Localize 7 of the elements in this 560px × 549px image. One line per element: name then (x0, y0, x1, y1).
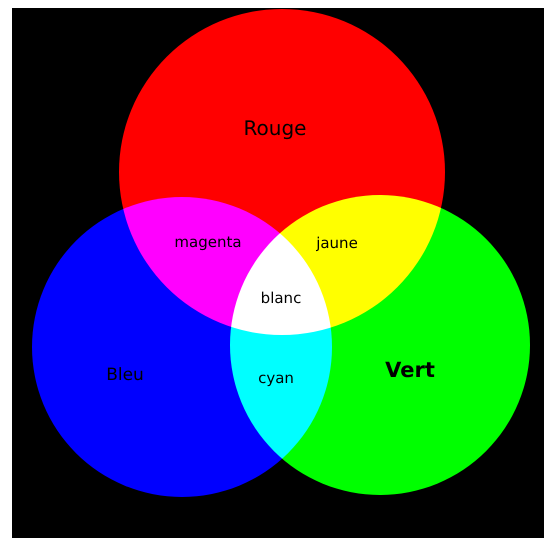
circle-label: Bleu (106, 365, 144, 385)
overlap-label: cyan (258, 369, 294, 387)
overlap-label: jaune (316, 234, 358, 252)
overlap-label: blanc (260, 289, 302, 307)
overlap-label: magenta (174, 233, 242, 251)
circle-label: Vert (385, 358, 435, 382)
circle-label: Rouge (244, 116, 306, 140)
